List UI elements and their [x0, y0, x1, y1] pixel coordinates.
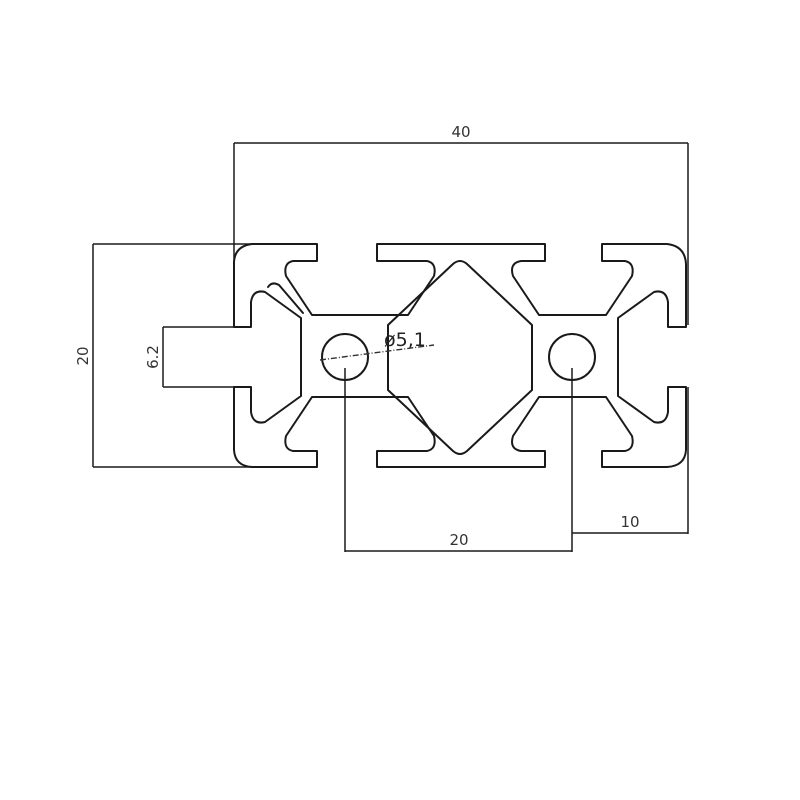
profile-outer-contour	[233, 243, 687, 468]
diameter-leader-line	[319, 344, 435, 361]
dimension-label-40: 40	[451, 123, 470, 141]
center-diamond-cavity	[387, 260, 533, 455]
dimension-overall-height: 20	[74, 243, 255, 468]
dimension-slot-width: 6.2	[144, 326, 251, 388]
dimension-hole-spacing: 20	[344, 368, 573, 552]
dimension-edge-to-hole: 10	[572, 387, 689, 534]
dimension-label-20-spacing: 20	[449, 531, 468, 549]
dimension-hole-diameter: ø5,1	[319, 329, 435, 361]
dimension-label-20-height: 20	[74, 346, 92, 365]
extrusion-profile	[233, 243, 687, 468]
dimension-label-6-2: 6.2	[144, 345, 162, 369]
dimension-label-10: 10	[620, 513, 639, 531]
dimension-label-diameter: ø5,1	[384, 329, 426, 351]
dimension-overall-width: 40	[233, 123, 689, 325]
left-cavity-top	[267, 282, 304, 314]
